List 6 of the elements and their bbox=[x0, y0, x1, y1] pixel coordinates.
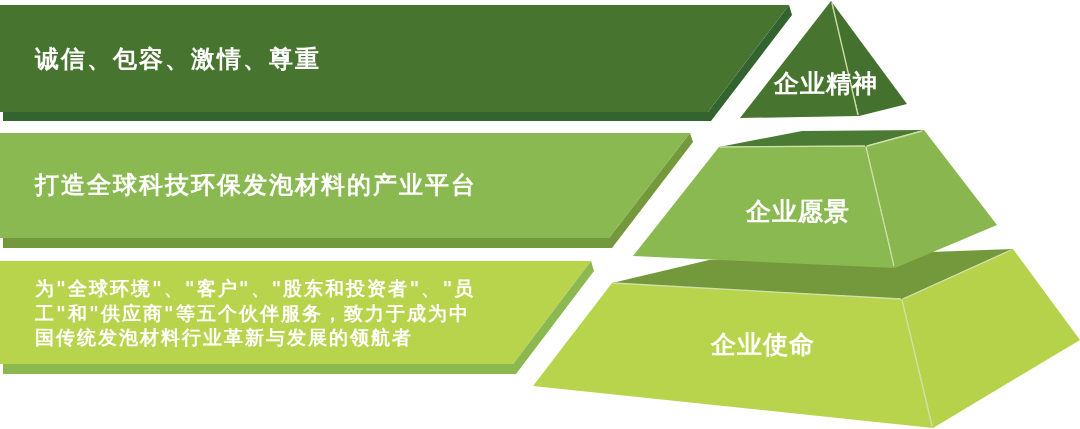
tier-label: 企业使命 bbox=[711, 330, 815, 360]
tier-label: 企业精神 bbox=[774, 69, 878, 99]
banner-text: 诚信、包容、激情、尊重 bbox=[35, 46, 321, 74]
tier-label: 企业愿景 bbox=[746, 197, 850, 227]
banner-text: 为"全球环境"、"客户"、"股东和投资者"、"员工"和"供应商"等五个伙伴服务，致力于成为中国传统发泡材料行业革新与发展的领航者 bbox=[35, 276, 477, 350]
banner-text: 打造全球科技环保发泡材料的产业平台 bbox=[35, 172, 477, 200]
